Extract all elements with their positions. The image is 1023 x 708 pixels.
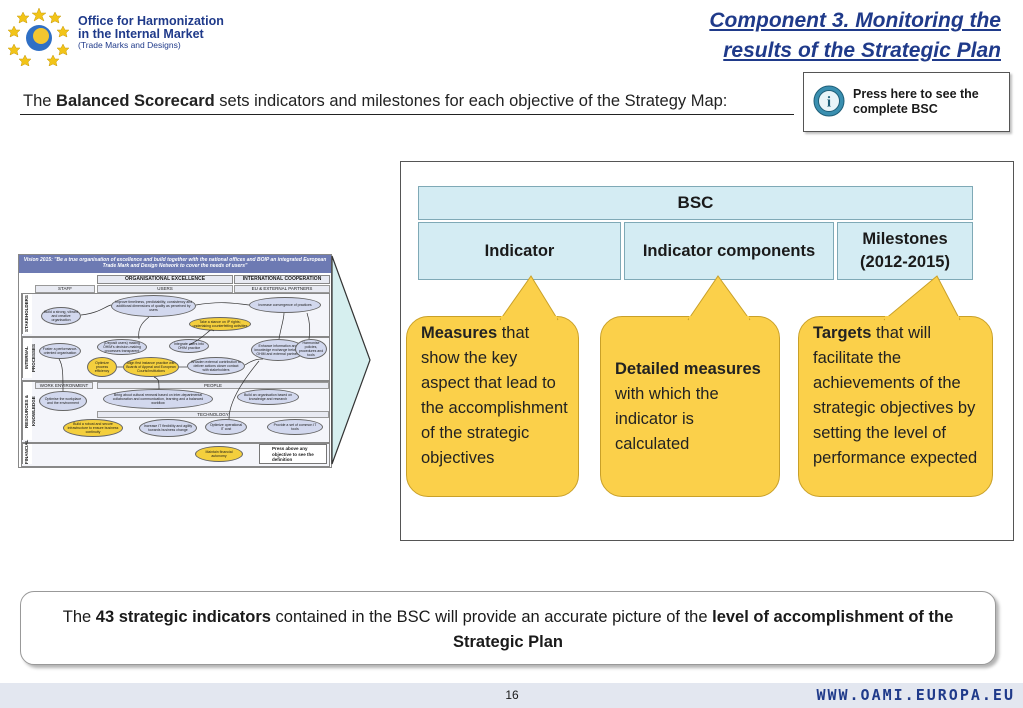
org-line3: (Trade Marks and Designs) <box>78 40 181 50</box>
concl-bold2: level of accomplishment of the Strategic… <box>452 608 954 651</box>
milestones-line2: (2012-2015) <box>860 253 950 271</box>
info-icon: i <box>813 85 845 117</box>
intro-divider <box>20 114 794 115</box>
bsc-col-components: Indicator components <box>624 222 834 280</box>
slide-title: Component 3. Monitoring the results of t… <box>709 6 1001 66</box>
map-people: PEOPLE <box>97 382 329 389</box>
svg-text:i: i <box>827 95 831 111</box>
map-sub-staff: STAFF <box>35 285 95 293</box>
org-line1: Office for Harmonization <box>78 14 224 28</box>
intro-suffix: sets indicators and milestones for each … <box>214 92 728 110</box>
callout2-text: with which the indicator is calculated <box>615 384 719 453</box>
map-objective[interactable]: Harmonise policies, procedures and tools <box>295 339 327 359</box>
map-objective[interactable]: Optimize process efficiency <box>87 357 117 377</box>
map-objective[interactable]: Build a robust and secure infrastructure… <box>63 419 123 437</box>
callout-milestones: Targets that will facilitate the achieve… <box>798 316 993 497</box>
intro-bold: Balanced Scorecard <box>56 92 215 110</box>
callout3-text: that will facilitate the achievements of… <box>813 324 978 467</box>
map-col-org: ORGANISATIONAL EXCELLENCE <box>97 275 233 284</box>
bsc-col-milestones: Milestones (2012-2015) <box>837 222 973 280</box>
map-objective[interactable]: Maintain financial autonomy <box>195 446 243 462</box>
see-bsc-line2: complete BSC <box>853 102 938 116</box>
callout1-text: that show the key aspect that lead to th… <box>421 324 568 467</box>
map-objective[interactable]: Build an organisation based on knowledge… <box>237 389 299 405</box>
bsc-col-indicator: Indicator <box>418 222 621 280</box>
page-number: 16 <box>505 688 519 702</box>
title-line2: results of the Strategic Plan <box>723 39 1001 62</box>
concl-prefix: The <box>62 608 96 626</box>
map-connectors <box>58 302 311 420</box>
map-work-env: WORK ENVIRONMENT <box>35 382 93 389</box>
map-objective[interactable]: Take a stance on IP rights; undertaking … <box>189 317 251 331</box>
map-col-int: INTERNATIONAL COOPERATION <box>234 275 330 284</box>
map-note: Press above any objective to see the def… <box>259 444 327 464</box>
map-objective[interactable]: Improve timeliness, predictability, cons… <box>111 295 196 317</box>
see-bsc-line1: Press here to see the <box>853 87 979 101</box>
strategy-map-thumbnail[interactable]: Vision 2015: "Be a true organisation of … <box>18 254 332 468</box>
org-line2: in the Internal Market <box>78 26 204 41</box>
map-objective[interactable]: Optimise the workplace and the environme… <box>39 391 87 411</box>
website-link[interactable]: WWW.OAMI.EUROPA.EU <box>816 686 1015 704</box>
map-objective[interactable]: Bring about cultural renewal based on in… <box>103 389 213 409</box>
map-sub-users: USERS <box>97 285 233 293</box>
map-objective[interactable]: Align first instance practice with Board… <box>123 357 179 377</box>
map-sub-eu: EU & EXTERNAL PARTNERS <box>234 285 330 293</box>
see-bsc-button[interactable]: i Press here to see the complete BSC <box>803 72 1010 132</box>
callout-pointers <box>499 275 961 322</box>
milestones-line1: Milestones <box>862 230 948 248</box>
title-line1: Component 3. Monitoring the <box>709 9 1001 32</box>
map-objective[interactable]: Foster a performance-oriented organisati… <box>39 343 81 359</box>
footer-bar <box>0 683 1023 708</box>
concl-middle: contained in the BSC will provide an acc… <box>270 608 713 626</box>
map-objective[interactable]: Increase convergence of practices <box>249 297 321 313</box>
map-objective[interactable]: Optimize operational IT cost <box>205 419 247 435</box>
callout2-bold: Detailed measures <box>615 359 761 378</box>
see-bsc-label: Press here to see the complete BSC <box>853 87 1003 117</box>
concl-bold1: 43 strategic indicators <box>95 608 271 626</box>
callout3-bold: Targets <box>813 324 872 342</box>
intro-prefix: The <box>23 92 57 110</box>
intro-text: The Balanced Scorecard sets indicators a… <box>23 92 727 111</box>
map-objective[interactable]: Provide a set of common IT tools <box>267 419 323 435</box>
map-vision: Vision 2015: "Be a true organisation of … <box>19 255 331 273</box>
map-objective[interactable]: Broaden external contribution to deliver… <box>187 357 245 375</box>
callout-indicator: Measures that show the key aspect that l… <box>406 316 579 497</box>
conclusion-box: The 43 strategic indicators contained in… <box>20 591 996 665</box>
map-objective[interactable]: (Deposit users) making OHIM's decision-m… <box>97 339 147 355</box>
bsc-header: BSC <box>418 186 973 220</box>
org-name: Office for Harmonization in the Internal… <box>78 15 224 50</box>
chevron-right-arrow-icon <box>331 255 371 465</box>
oami-logo <box>7 7 70 66</box>
map-objective[interactable]: Increase IT flexibility and agility towa… <box>139 419 197 437</box>
callout-components: Detailed measures with which the indicat… <box>600 316 780 497</box>
map-technology: TECHNOLOGY <box>97 411 329 418</box>
map-objective[interactable]: Integrate users into OHIM practice <box>169 339 209 353</box>
callout1-bold: Measures <box>421 324 498 342</box>
map-objective[interactable]: Enhance information and knowledge exchan… <box>251 339 305 361</box>
map-objective[interactable]: Build a strong, vibrant and creative org… <box>41 307 81 325</box>
